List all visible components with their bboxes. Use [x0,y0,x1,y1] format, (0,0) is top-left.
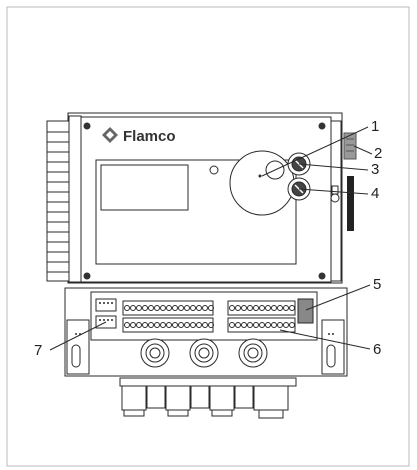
callout-7: 7 [34,342,42,359]
terminal-screw [148,305,154,311]
status-led [209,165,219,175]
terminal-screw [172,322,178,328]
terminal-screw [229,305,235,311]
terminal-screw [142,305,148,311]
terminal-screw [271,322,277,328]
flamco-logo-icon [102,127,118,143]
terminal-screw [259,322,265,328]
terminal-screw [247,322,253,328]
terminal-screw [271,305,277,311]
terminal-screw [142,322,148,328]
terminal-screw [277,305,283,311]
panel-screws [83,122,326,280]
screw-icon [318,272,326,280]
control-knob [229,150,295,216]
terminal-screw [208,322,214,328]
terminal-screw [124,305,130,311]
display-window [100,164,189,211]
terminal-screw [172,305,178,311]
terminal-screws-left [124,305,214,328]
mount-slot-right [326,344,336,368]
terminal-screw [136,322,142,328]
terminal-screw [253,305,259,311]
terminal-screw [202,322,208,328]
cable-gland-icon [189,338,219,368]
terminal-screw [265,322,271,328]
terminal-screws-right [229,305,295,328]
terminal-screw [190,322,196,328]
terminal-screw [196,305,202,311]
terminal-screw [124,322,130,328]
screw-icon [83,272,91,280]
bottom-glands [119,377,297,419]
terminal-screw [283,322,289,328]
terminal-screw [283,305,289,311]
terminal-screw [289,305,295,311]
lock-icon [330,185,340,203]
cable-gland-icon [140,338,170,368]
callout-1: 1 [371,118,379,135]
terminal-screw [154,305,160,311]
terminal-screw [241,322,247,328]
terminal-screw [229,322,235,328]
terminal-screw [259,305,265,311]
terminal-screw [178,322,184,328]
terminal-screw [178,305,184,311]
terminal-screw [154,322,160,328]
callout-3: 3 [371,161,379,178]
terminal-area [90,291,318,341]
terminal-block-icon [122,300,214,333]
callout-leaders [49,126,373,351]
terminal-screw [166,305,172,311]
terminal-screw [247,305,253,311]
left-heatsink [46,115,82,283]
callout-2: 2 [374,145,382,162]
terminal-screw [166,322,172,328]
terminal-screw [277,322,283,328]
terminal-screw [289,322,295,328]
terminal-screw [202,305,208,311]
terminal-screw [160,305,166,311]
terminal-screw [184,322,190,328]
terminal-screw [148,322,154,328]
relay-module [297,298,314,324]
callout-4: 4 [371,185,379,202]
terminal-screw [235,322,241,328]
callout-5: 5 [373,276,381,293]
mount-slot-left [71,344,81,368]
knob-dot [258,174,262,178]
terminal-screw [265,305,271,311]
terminal-screw [196,322,202,328]
terminal-screw [190,305,196,311]
terminal-screw [130,322,136,328]
screw-icon [318,122,326,130]
terminal-screw [253,322,259,328]
callout-6: 6 [373,341,381,358]
brand-name: Flamco [123,128,176,145]
terminal-screw [235,305,241,311]
terminal-screw [136,305,142,311]
terminal-screw [130,305,136,311]
control-panel-outline [95,159,297,265]
cable-gland-icon [238,338,268,368]
terminal-screw [160,322,166,328]
screw-icon [83,122,91,130]
terminal-screw [208,305,214,311]
terminal-screw [184,305,190,311]
terminal-screw [241,305,247,311]
seal-strip [347,176,354,231]
